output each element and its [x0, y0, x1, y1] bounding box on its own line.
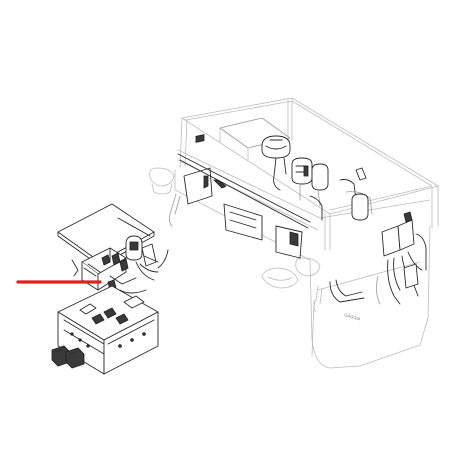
boiler-assembly: [261, 135, 373, 221]
exploded-control-box: [51, 203, 169, 375]
right-side-electrics: [329, 211, 427, 305]
front-control-plates: [177, 134, 311, 259]
brand-label: GAGGIA: [344, 312, 361, 321]
